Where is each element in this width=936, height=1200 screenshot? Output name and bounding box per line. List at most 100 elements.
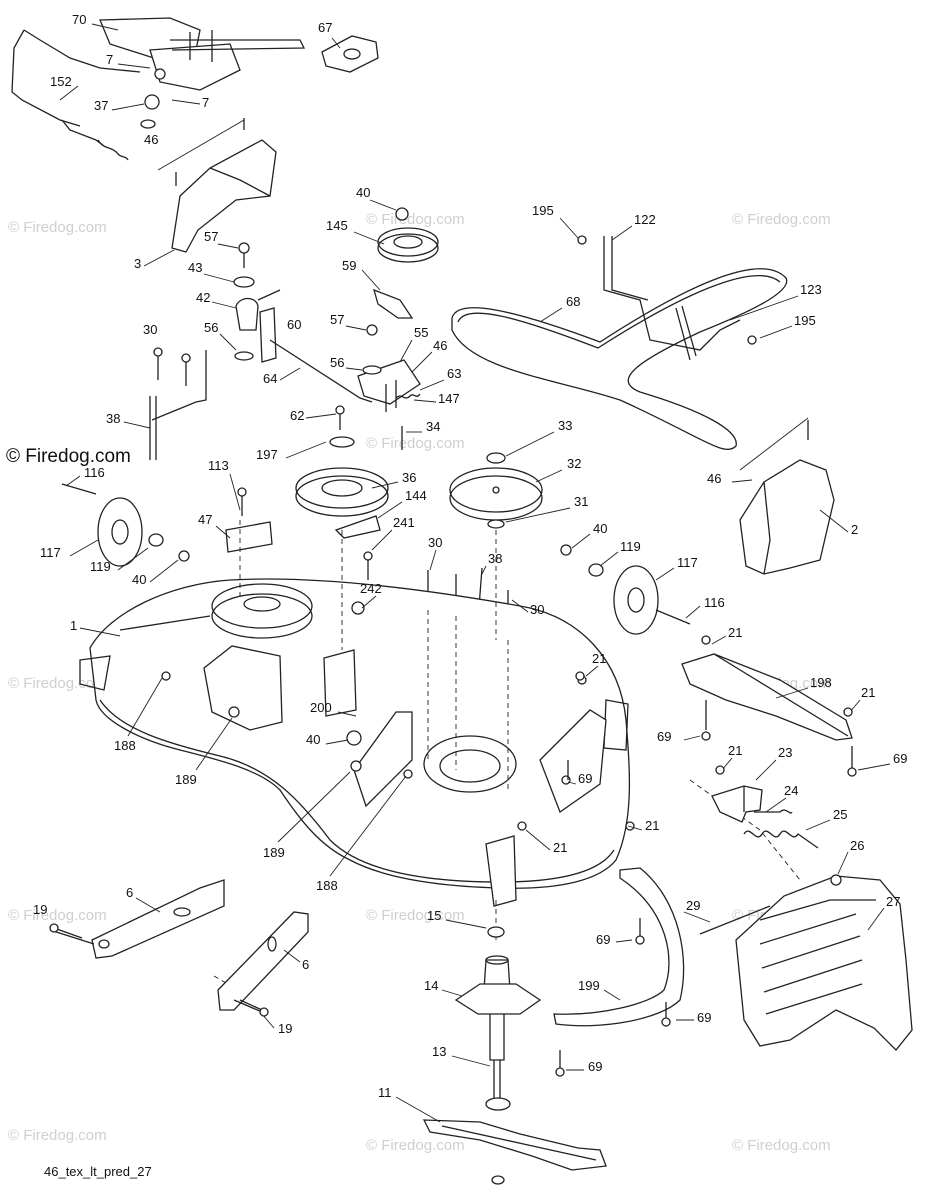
callout-label: 1 [70,618,77,633]
callout-label: 116 [84,465,105,480]
callout-label: 40 [306,732,320,747]
callout-label: 26 [850,838,864,853]
callout-label: 6 [126,885,133,900]
callout-label: 32 [567,456,581,471]
bracket-part-23 [711,785,763,823]
belt-guide-part-122 [603,236,741,361]
callout-label: 47 [198,512,212,527]
callout-label: 36 [402,470,416,485]
watermark: © Firedog.com [8,1127,107,1144]
callout-label: 189 [263,845,285,860]
callout-label: 69 [657,729,671,744]
callout-label: 122 [634,212,656,227]
callout-label: 7 [106,52,113,67]
callout-label: 13 [432,1044,446,1059]
callout-label: 241 [393,515,415,530]
callout-label: 242 [360,581,382,596]
callout-label: 69 [596,932,610,947]
callout-label: 200 [310,700,332,715]
callout-label: 29 [686,898,700,913]
callout-label: 69 [578,771,592,786]
callout-label: 40 [356,185,370,200]
callout-label: 42 [196,290,210,305]
callout-label: 144 [405,488,427,503]
diagram-caption: 46_tex_lt_pred_27 [44,1164,152,1179]
rod-part-29 [699,905,771,935]
pulley-part-36 [295,436,389,539]
callout-label: 69 [893,751,907,766]
callout-label: 198 [810,675,832,690]
watermark: © Firedog.com [732,211,831,228]
discharge-chute-part-27 [735,874,913,1051]
callout-label: 2 [851,522,858,537]
callout-label: 188 [114,738,136,753]
callout-label: 147 [438,391,460,406]
callout-label: 56 [330,355,344,370]
callout-label: 6 [302,957,309,972]
callout-label: 27 [886,894,900,909]
drive-belt-part-68 [451,268,788,450]
callout-label: 19 [278,1021,292,1036]
callout-label: 145 [326,218,348,233]
callout-label: 64 [263,371,277,386]
gauge-wheel-left-part-117 [61,483,190,567]
callout-label: 11 [378,1085,392,1100]
callout-label: 19 [33,902,47,917]
callout-label: 70 [72,12,86,27]
blade-part-11 [422,1119,607,1185]
callout-label: 21 [728,625,742,640]
watermark: © Firedog.com [366,211,465,228]
callout-label: 30 [143,322,157,337]
callout-label: 188 [316,878,338,893]
callout-label: 197 [256,447,278,462]
guard-part-199 [553,867,685,1027]
idler-arm-assembly [233,242,373,403]
callout-label: 46 [144,132,158,147]
callout-label: 119 [90,559,111,574]
callout-label: 113 [208,458,229,473]
callout-label: 123 [800,282,822,297]
callout-label: 7 [202,95,209,110]
callout-label: 34 [426,419,440,434]
callout-label: 57 [204,229,218,244]
callout-label: 43 [188,260,202,275]
callout-label: 33 [558,418,572,433]
callout-label: 62 [290,408,304,423]
callout-label: 67 [318,20,332,35]
bracket-part-6-right [217,911,309,1013]
callout-label: 24 [784,783,798,798]
callout-label: 56 [204,320,218,335]
callout-label: 55 [414,325,428,340]
mower-deck-part-1 [79,521,635,907]
callout-label: 21 [592,651,606,666]
callout-label: 63 [447,366,461,381]
callout-label: 199 [578,978,600,993]
callout-label: 46 [433,338,447,353]
pulley-part-145 [373,207,439,319]
callout-label: 38 [488,551,502,566]
callout-label: 21 [861,685,875,700]
callout-label: 40 [132,572,146,587]
callout-label: 117 [677,555,698,570]
callout-label: 69 [588,1059,602,1074]
spring-part-24 [754,809,793,814]
callout-label: 152 [50,74,72,89]
callout-label: 57 [330,312,344,327]
watermark: © Firedog.com [6,446,131,467]
callout-label: 21 [728,743,742,758]
callout-label: 195 [794,313,816,328]
watermark: © Firedog.com [366,435,465,452]
callout-label: 119 [620,539,641,554]
belt-guard-part-3 [157,118,277,253]
callout-label: 60 [287,317,301,332]
callout-label: 195 [532,203,554,218]
callout-label: 23 [778,745,792,760]
spring-part-25 [743,830,819,849]
callout-label: 59 [342,258,356,273]
callout-label: 14 [424,978,438,993]
gauge-wheel-right-part-117 [560,544,691,635]
knob-part-67 [321,35,379,73]
hardware-bolts [49,235,857,1077]
